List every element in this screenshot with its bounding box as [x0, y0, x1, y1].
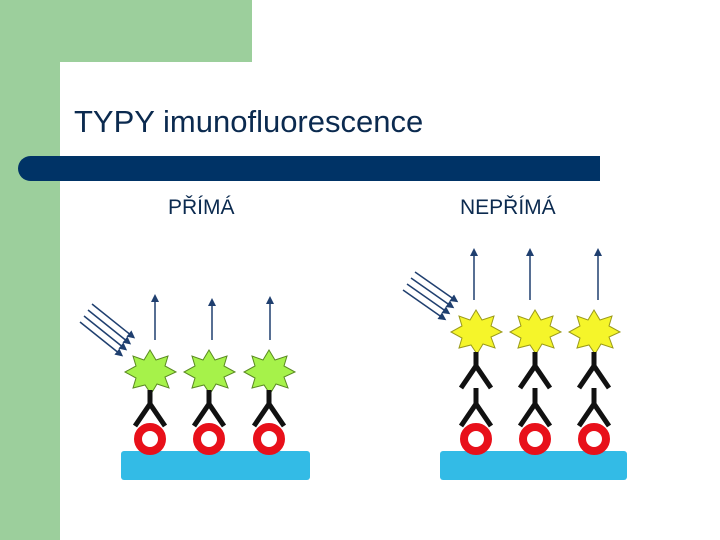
antigen-icon — [578, 423, 610, 455]
indirect-unit — [449, 309, 504, 455]
direct-surface — [121, 451, 310, 480]
slide-title: TYPY imunofluorescence — [74, 104, 424, 139]
secondary-antibody-icon — [458, 361, 494, 390]
antigen-icon — [519, 423, 551, 455]
left-accent-bar — [0, 0, 60, 540]
indirect-surface — [440, 451, 627, 480]
secondary-antibody-icon — [576, 361, 612, 390]
fluorophore-star-icon — [182, 349, 237, 395]
antigen-icon — [134, 423, 166, 455]
fluorophore-star-icon — [567, 309, 622, 355]
indirect-unit — [567, 309, 622, 455]
direct-unit — [242, 349, 297, 455]
indirect-panel-label: NEPŘÍMÁ — [460, 196, 556, 219]
antigen-icon — [253, 423, 285, 455]
antibody-icon — [251, 399, 287, 428]
direct-excitation-light-icon — [79, 303, 136, 357]
direct-unit — [123, 349, 178, 455]
direct-unit — [182, 349, 237, 455]
indirect-unit — [508, 309, 563, 455]
top-accent-block — [60, 0, 252, 62]
antibody-icon — [191, 399, 227, 428]
indirect-excitation-light-icon — [402, 271, 459, 321]
fluorophore-star-icon — [242, 349, 297, 395]
secondary-antibody-icon — [517, 361, 553, 390]
fluorophore-star-icon — [449, 309, 504, 355]
primary-antibody-icon — [576, 399, 612, 428]
antibody-icon — [132, 399, 168, 428]
title-underline-bar — [18, 156, 600, 181]
fluorophore-star-icon — [508, 309, 563, 355]
direct-panel-label: PŘÍMÁ — [168, 196, 235, 219]
primary-antibody-icon — [458, 399, 494, 428]
indirect-emission-arrows — [470, 248, 602, 300]
fluorophore-star-icon — [123, 349, 178, 395]
antigen-icon — [460, 423, 492, 455]
antigen-icon — [193, 423, 225, 455]
primary-antibody-icon — [517, 399, 553, 428]
direct-emission-arrows — [151, 294, 274, 340]
